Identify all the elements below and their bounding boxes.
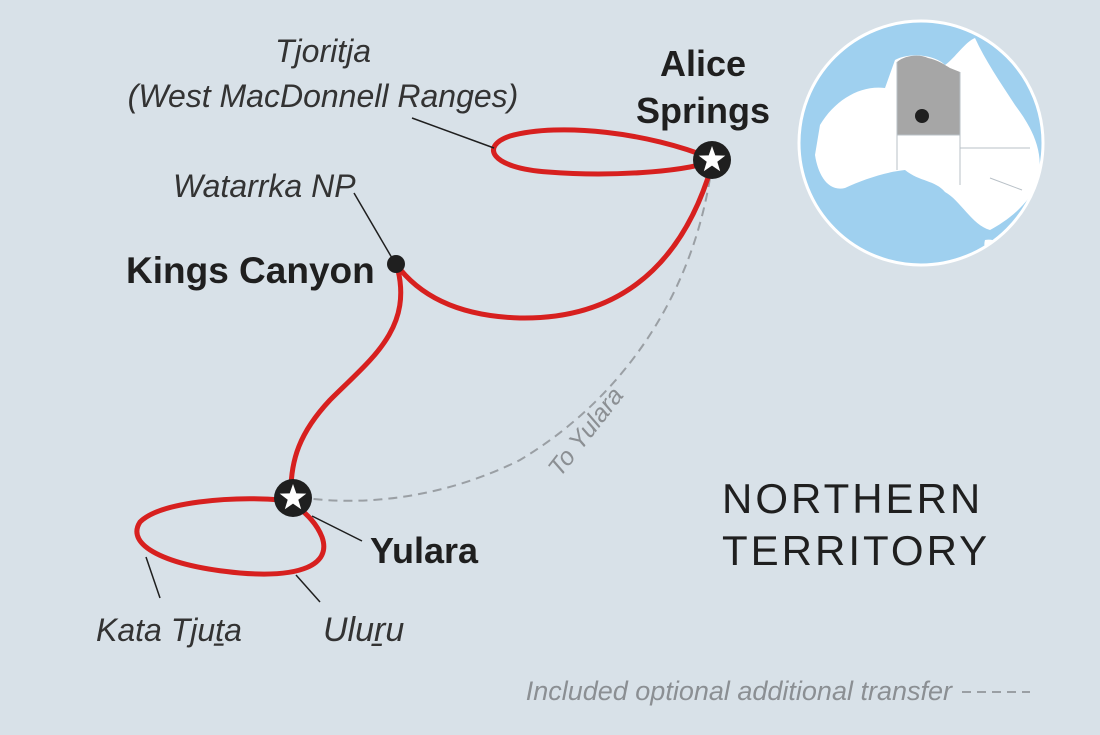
- place-label-kings-canyon: Kings Canyon: [126, 250, 375, 291]
- legend-optional-transfer-text: Included optional additional transfer: [526, 676, 953, 706]
- site-label-uluru: Uluṟu: [323, 611, 404, 649]
- leader-yulara: [311, 515, 363, 542]
- site-label-kata-tjuta: Kata Tjuṯa: [96, 612, 242, 648]
- leader-kata-tjuta: [145, 556, 161, 599]
- place-label-alice-springs-line2: Springs: [636, 90, 770, 131]
- main-route: [134, 127, 715, 577]
- leader-watarrka: [353, 192, 393, 259]
- globe-northern-territory-highlight: [897, 55, 960, 135]
- optional-transfer-label: To Yulara: [543, 382, 630, 482]
- kings-canyon-marker: [387, 255, 405, 273]
- globe-state-borders: [896, 62, 1030, 191]
- star-in-circle-icon: [279, 484, 307, 510]
- leader-uluru: [295, 574, 321, 603]
- place-label-yulara: Yulara: [370, 530, 479, 571]
- globe-locator-icon: [797, 19, 1045, 267]
- place-label-alice-springs-line1: Alice: [660, 43, 746, 84]
- alice-springs-marker: [693, 141, 731, 179]
- optional-transfer-line: [297, 177, 711, 502]
- region-label-line2: TERRITORY: [722, 527, 990, 574]
- region-label-line1: NORTHERN: [722, 475, 983, 522]
- site-label-tjoritja-line2: (West MacDonnell Ranges): [128, 78, 519, 114]
- leader-tjoritja: [411, 117, 495, 149]
- star-in-circle-icon: [698, 146, 726, 172]
- route-alice-to-kings-canyon: [393, 162, 715, 321]
- route-kings-canyon-to-yulara: [288, 267, 404, 499]
- leader-lines: [145, 117, 495, 603]
- yulara-marker: [274, 479, 312, 517]
- route-tjoritja-loop: [491, 127, 713, 177]
- site-label-tjoritja-line1: Tjoritja: [275, 33, 371, 69]
- globe-location-dot: [915, 109, 929, 123]
- site-label-watarrka: Watarrka NP: [173, 168, 356, 204]
- route-kata-tjuta-uluru-loop: [134, 496, 327, 577]
